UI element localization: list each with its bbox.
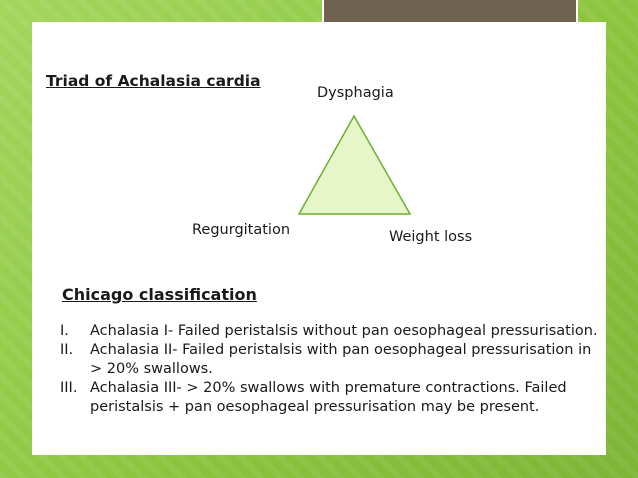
item-number: III. — [60, 380, 78, 396]
classification-item: III. Achalasia III- > 20% swallows with … — [60, 379, 600, 417]
classification-item: II. Achalasia II- Failed peristalsis wit… — [60, 341, 600, 379]
triad-triangle — [297, 114, 412, 215]
chicago-heading: Chicago classification — [62, 285, 257, 304]
triad-label-weight-loss: Weight loss — [389, 229, 473, 245]
triad-label-regurgitation: Regurgitation — [192, 222, 291, 238]
item-text: Achalasia III- > 20% swallows with prema… — [90, 380, 567, 415]
item-text: Achalasia II- Failed peristalsis with pa… — [90, 342, 592, 377]
classification-list: I. Achalasia I- Failed peristalsis witho… — [60, 322, 600, 417]
item-number: I. — [60, 323, 69, 339]
triad-label-dysphagia: Dysphagia — [317, 85, 394, 101]
slide-content — [32, 22, 606, 455]
item-text: Achalasia I- Failed peristalsis without … — [90, 323, 598, 339]
classification-item: I. Achalasia I- Failed peristalsis witho… — [60, 322, 600, 341]
triangle-shape — [297, 114, 412, 215]
triad-heading: Triad of Achalasia cardia — [46, 72, 261, 90]
item-number: II. — [60, 342, 74, 358]
